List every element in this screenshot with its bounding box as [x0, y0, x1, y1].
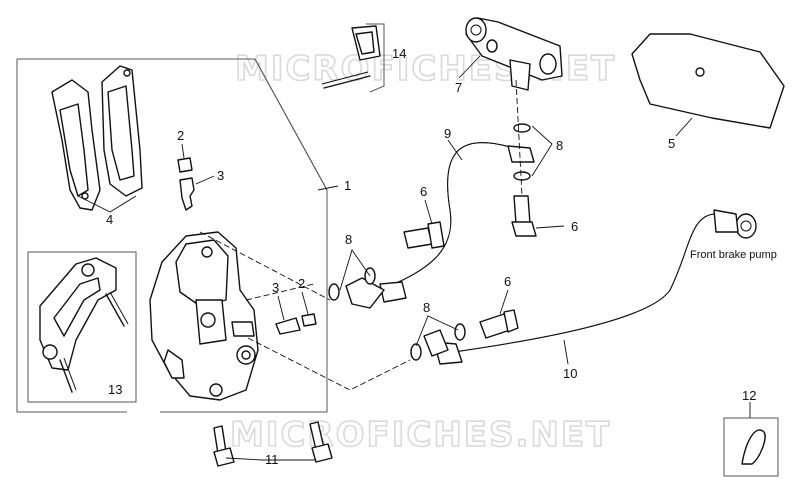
callout-6-upper: 6 [420, 184, 427, 199]
brake-line-union [465, 17, 563, 91]
brake-hose-10 [433, 209, 757, 365]
banjo-bolts [403, 195, 537, 339]
sealing-washers [328, 123, 531, 361]
callout-11: 11 [265, 452, 279, 467]
callout-7: 7 [455, 80, 462, 95]
callout-8-middle: 8 [345, 232, 352, 247]
callout-5: 5 [668, 136, 675, 151]
callout-13: 13 [108, 382, 122, 397]
callout-4: 4 [106, 212, 113, 227]
callout-2-side: 2 [298, 276, 305, 291]
callout-3-side: 3 [272, 280, 279, 295]
bleed-valve-side [275, 313, 317, 335]
assembly-line-4 [515, 79, 523, 197]
callout-6-lower: 6 [504, 274, 511, 289]
callout-3-top: 3 [217, 168, 224, 183]
assembly-line-3 [199, 231, 331, 301]
callout-8-lower: 8 [423, 300, 430, 315]
callout-12: 12 [742, 388, 756, 403]
brake-hose-9 [345, 142, 535, 309]
callout-2-top: 2 [177, 128, 184, 143]
callout-1: 1 [344, 178, 351, 193]
callout-14: 14 [392, 46, 406, 61]
callout-6-right: 6 [571, 219, 578, 234]
caliper-bolts [213, 421, 333, 467]
part-12-box [723, 417, 779, 477]
assembly-line-2 [245, 283, 315, 301]
reservoir-cover [631, 33, 785, 129]
hose-clip [741, 429, 766, 465]
leader-lines [77, 55, 751, 461]
bracket-box [27, 251, 137, 403]
caliper-bracket [39, 257, 129, 393]
callout-9: 9 [444, 126, 451, 141]
brake-caliper [149, 231, 259, 401]
assembly-line-1 [247, 337, 411, 391]
caliper-assembly-box [16, 58, 328, 413]
brake-pads [51, 65, 143, 211]
front-brake-pump-label: Front brake pump [690, 249, 777, 261]
callout-8-upper: 8 [556, 138, 563, 153]
callout-10: 10 [563, 366, 577, 381]
watermark-bottom: MICROFICHES.NET [230, 415, 611, 455]
bleed-valve-top [177, 157, 195, 211]
pad-pin-and-clip [321, 23, 385, 93]
